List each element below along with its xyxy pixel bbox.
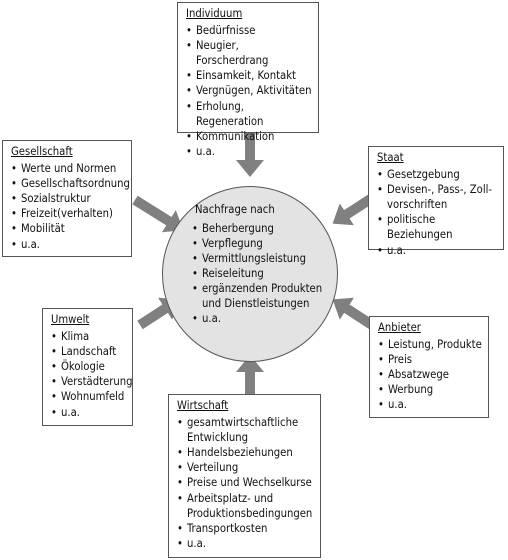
box-staat: Staat Gesetzgebung Devisen-, Pass-, Zoll…	[368, 146, 504, 258]
umwelt-item: Verstädterung	[51, 374, 133, 389]
arrow-gesellschaft	[132, 195, 184, 233]
individuum-item: Kommunikation	[186, 129, 312, 144]
wirtschaft-item: Handelsbeziehungen	[177, 445, 314, 460]
box-wirtschaft: Wirtschaft gesamtwirtschaftliche Entwick…	[168, 394, 321, 558]
center-item: Verpflegung	[192, 236, 342, 251]
individuum-item: Einsamkeit, Kontakt	[186, 68, 312, 83]
wirtschaft-item: gesamtwirtschaftliche Entwicklung	[177, 415, 314, 445]
anbieter-item: Leistung, Produkte	[378, 337, 482, 352]
wirtschaft-item: Preise und Wechselkurse	[177, 475, 314, 490]
staat-item: Devisen-, Pass-, Zoll-vorschriften	[377, 182, 497, 212]
box-gesellschaft: Gesellschaft Werte und Normen Gesellscha…	[2, 140, 132, 257]
umwelt-item: u.a.	[51, 405, 126, 420]
anbieter-item: u.a.	[378, 397, 482, 412]
wirtschaft-title: Wirtschaft	[177, 399, 229, 412]
staat-item: Gesetzgebung	[377, 167, 497, 182]
individuum-item: u.a.	[186, 144, 312, 159]
umwelt-item: Klima	[51, 329, 126, 344]
center-item: u.a.	[192, 311, 342, 326]
anbieter-item: Absatzwege	[378, 367, 482, 382]
wirtschaft-list: gesamtwirtschaftliche Entwicklung Handel…	[177, 415, 314, 551]
individuum-title: Individuum	[186, 7, 243, 20]
umwelt-title: Umwelt	[51, 313, 90, 326]
center-item: Reiseleitung	[192, 266, 342, 281]
center-title: Nachfrage nach	[195, 203, 275, 216]
individuum-list: Bedürfnisse Neugier, Forscherdrang Einsa…	[186, 23, 312, 159]
gesellschaft-item: Gesellschaftsordnung	[11, 176, 130, 191]
anbieter-item: Werbung	[378, 382, 482, 397]
anbieter-item: Preis	[378, 352, 482, 367]
wirtschaft-item: Verteilung	[177, 460, 314, 475]
staat-item: u.a.	[377, 243, 497, 258]
gesellschaft-list: Werte und Normen Gesellschaftsordnung So…	[11, 161, 130, 252]
box-anbieter: Anbieter Leistung, Produkte Preis Absatz…	[369, 316, 489, 418]
gesellschaft-item: Sozialstruktur	[11, 191, 125, 206]
center-list: Beherbergung Verpflegung Vermittlungslei…	[192, 221, 342, 326]
gesellschaft-item: Mobilität	[11, 221, 125, 236]
gesellschaft-item: Werte und Normen	[11, 161, 125, 176]
umwelt-item: Wohnumfeld	[51, 389, 126, 404]
box-umwelt: Umwelt Klima Landschaft Ökologie Verstäd…	[42, 308, 133, 426]
gesellschaft-item: u.a.	[11, 237, 125, 252]
center-item: Beherbergung	[192, 221, 342, 236]
staat-list: Gesetzgebung Devisen-, Pass-, Zoll-vorsc…	[377, 167, 497, 258]
anbieter-list: Leistung, Produkte Preis Absatzwege Werb…	[378, 337, 482, 413]
individuum-item: Neugier, Forscherdrang	[186, 38, 312, 68]
gesellschaft-title: Gesellschaft	[11, 145, 73, 158]
box-individuum: Individuum Bedürfnisse Neugier, Forscher…	[177, 2, 319, 159]
arrow-wirtschaft	[236, 355, 264, 395]
wirtschaft-item: Transportkosten	[177, 521, 314, 536]
staat-item: politische Beziehungen	[377, 212, 497, 242]
center-demand: Nachfrage nach Beherbergung Verpflegung …	[192, 202, 342, 326]
individuum-item: Vergnügen, Aktivitäten	[186, 83, 312, 98]
umwelt-item: Landschaft	[51, 344, 126, 359]
gesellschaft-item: Freizeit(verhalten)	[11, 206, 125, 221]
wirtschaft-item: Arbeitsplatz- und Produktionsbedingungen	[177, 491, 314, 521]
center-item: ergänzenden Produkten und Dienstleistung…	[192, 281, 342, 311]
staat-title: Staat	[377, 151, 404, 164]
arrow-staat	[332, 193, 375, 226]
individuum-item: Erholung, Regeneration	[186, 99, 312, 129]
umwelt-list: Klima Landschaft Ökologie Verstädterung …	[51, 329, 133, 420]
individuum-item: Bedürfnisse	[186, 23, 312, 38]
wirtschaft-item: u.a.	[177, 536, 314, 551]
umwelt-item: Ökologie	[51, 359, 126, 374]
center-item: Vermittlungsleistung	[192, 251, 342, 266]
arrow-anbieter	[332, 297, 375, 330]
anbieter-title: Anbieter	[378, 321, 421, 334]
